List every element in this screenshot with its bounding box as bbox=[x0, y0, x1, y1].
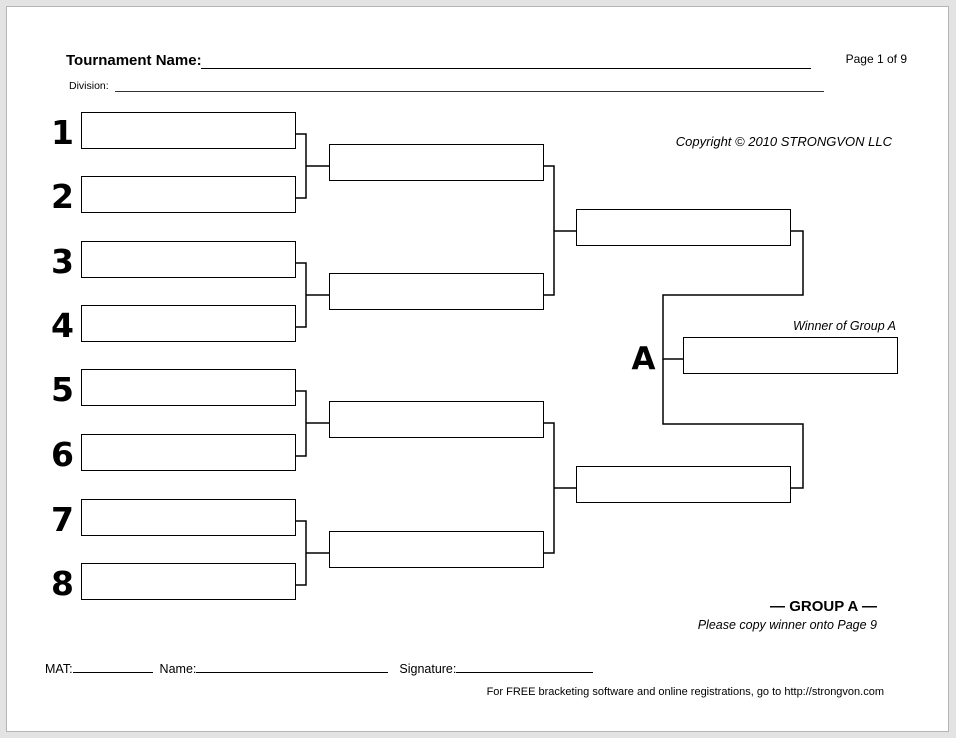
slot-round1-seed2 bbox=[81, 176, 296, 213]
division-label: Division: bbox=[69, 80, 109, 92]
connector-pair-5-6 bbox=[296, 390, 329, 457]
slot-round3-top bbox=[576, 209, 791, 246]
division-line bbox=[115, 79, 824, 92]
seed-number-7: 7 bbox=[51, 500, 74, 539]
page-sheet: Tournament Name: Page 1 of 9 Division: C… bbox=[6, 6, 949, 732]
signature-label: Signature: bbox=[399, 662, 457, 676]
group-heading: — GROUP A — bbox=[770, 598, 877, 615]
slot-round1-seed7 bbox=[81, 499, 296, 536]
slot-round1-seed4 bbox=[81, 305, 296, 342]
seed-number-6: 6 bbox=[51, 435, 74, 474]
connector-pair-3-4 bbox=[296, 262, 329, 328]
connector-pair-7-8 bbox=[296, 520, 329, 586]
mat-signature-row: MAT: Name: Signature: bbox=[45, 659, 594, 677]
slot-round1-seed1 bbox=[81, 112, 296, 149]
signature-fill-line bbox=[456, 659, 594, 673]
slot-round1-seed3 bbox=[81, 241, 296, 278]
copy-winner-note: Please copy winner onto Page 9 bbox=[697, 618, 877, 632]
seed-number-3: 3 bbox=[51, 242, 74, 281]
tournament-name-line bbox=[201, 54, 811, 69]
name-label: Name: bbox=[159, 662, 197, 676]
slot-round2-match2 bbox=[329, 273, 544, 310]
bracket-connector-lines bbox=[296, 133, 804, 586]
footer-note: For FREE bracketing software and online … bbox=[486, 686, 884, 698]
name-fill-line bbox=[196, 659, 389, 673]
slot-round1-seed5 bbox=[81, 369, 296, 406]
seed-number-8: 8 bbox=[51, 564, 74, 603]
slot-winner bbox=[683, 337, 898, 374]
mat-fill-line bbox=[72, 659, 153, 673]
tournament-name-label: Tournament Name: bbox=[66, 52, 202, 69]
slot-round1-seed8 bbox=[81, 563, 296, 600]
connector-round2-top bbox=[544, 165, 576, 296]
connector-pair-1-2 bbox=[296, 133, 329, 199]
copyright-text: Copyright © 2010 STRONGVON LLC bbox=[675, 134, 892, 149]
winner-of-group-label: Winner of Group A bbox=[793, 319, 896, 333]
seed-number-1: 1 bbox=[51, 113, 74, 152]
seed-number-2: 2 bbox=[51, 177, 74, 216]
page-indicator: Page 1 of 9 bbox=[845, 52, 907, 66]
connector-round2-bottom bbox=[544, 422, 576, 554]
connector-final-top bbox=[662, 230, 804, 360]
seed-number-5: 5 bbox=[51, 370, 74, 409]
group-letter: A bbox=[631, 341, 656, 377]
mat-label: MAT: bbox=[45, 662, 73, 676]
slot-round1-seed6 bbox=[81, 434, 296, 471]
seed-number-4: 4 bbox=[51, 306, 74, 345]
slot-round2-match1 bbox=[329, 144, 544, 181]
connector-final-bottom bbox=[662, 359, 804, 489]
slot-round2-match3 bbox=[329, 401, 544, 438]
slot-round2-match4 bbox=[329, 531, 544, 568]
slot-round3-bottom bbox=[576, 466, 791, 503]
